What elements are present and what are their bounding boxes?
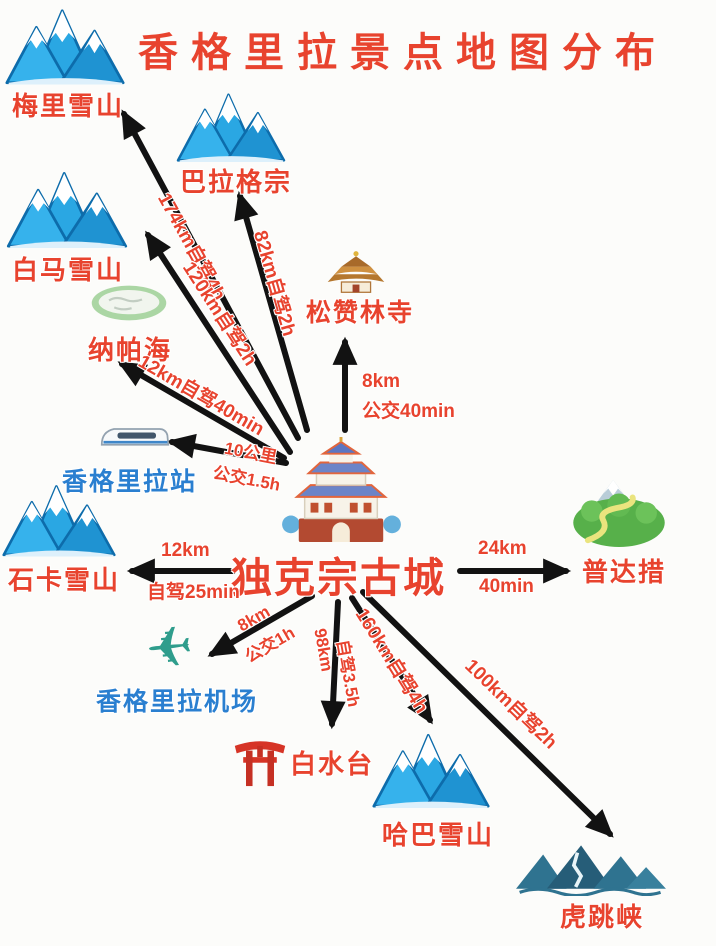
dukezong-ancient-tower-icon — [276, 436, 406, 549]
distance-label-pudacuo-1: 24km — [478, 538, 527, 559]
balagezong-snow-mountain-icon — [172, 88, 290, 167]
distance-label-shika-1: 12km — [161, 540, 210, 561]
location-label-songzanlin: 松赞林寺 — [306, 299, 415, 327]
hutiaoxia-gorge-icon — [510, 840, 672, 901]
location-label-baima: 白马雪山 — [12, 255, 125, 285]
location-label-airport: 香格里拉机场 — [96, 688, 259, 716]
center-city-label: 独克宗古城 — [231, 555, 446, 601]
location-label-meili: 梅里雪山 — [12, 91, 125, 121]
distance-label-songzanlin-2: 公交40min — [362, 401, 455, 422]
distance-label-shika-2: 自驾25min — [147, 582, 240, 603]
route-arrow-station — [166, 433, 289, 466]
meili-snow-mountain-icon — [5, 2, 125, 91]
location-label-haba: 哈巴雪山 — [382, 820, 495, 850]
route-arrow-airport — [207, 593, 315, 657]
pudacuo-green-park-icon — [570, 476, 668, 553]
airplane-icon: ✈ — [142, 613, 197, 684]
map-title: 香格里拉景点地图分布 — [138, 31, 668, 75]
route-arrow-baishuitai — [320, 599, 346, 730]
distance-label-songzanlin-1: 8km — [362, 371, 401, 392]
location-label-station: 香格里拉站 — [62, 468, 198, 496]
location-label-pudacuo: 普达措 — [582, 557, 667, 587]
distance-label-pudacuo-2: 40min — [479, 576, 534, 597]
route-arrow-meili — [121, 109, 301, 441]
route-arrow-baima — [145, 230, 293, 455]
route-arrow-balagezong — [234, 191, 310, 433]
location-label-shika: 石卡雪山 — [8, 565, 121, 595]
location-label-napahai: 纳帕海 — [88, 335, 173, 365]
route-arrow-hutiaoxia — [360, 589, 614, 838]
location-label-balagezong: 巴拉格宗 — [180, 167, 293, 197]
napahai-lake-icon — [90, 282, 168, 329]
location-label-baishuitai: 白水台 — [290, 749, 375, 779]
baishuitai-torii-gate-icon — [232, 730, 288, 793]
station-train-icon — [100, 420, 170, 457]
route-arrow-haba — [349, 595, 433, 725]
songzanlin-temple-icon — [316, 246, 396, 299]
location-label-hutiaoxia: 虎跳峡 — [560, 902, 645, 932]
route-arrow-napahai — [117, 361, 287, 461]
haba-snow-mountain-icon — [372, 726, 490, 815]
baima-snow-mountain-icon — [6, 166, 128, 253]
